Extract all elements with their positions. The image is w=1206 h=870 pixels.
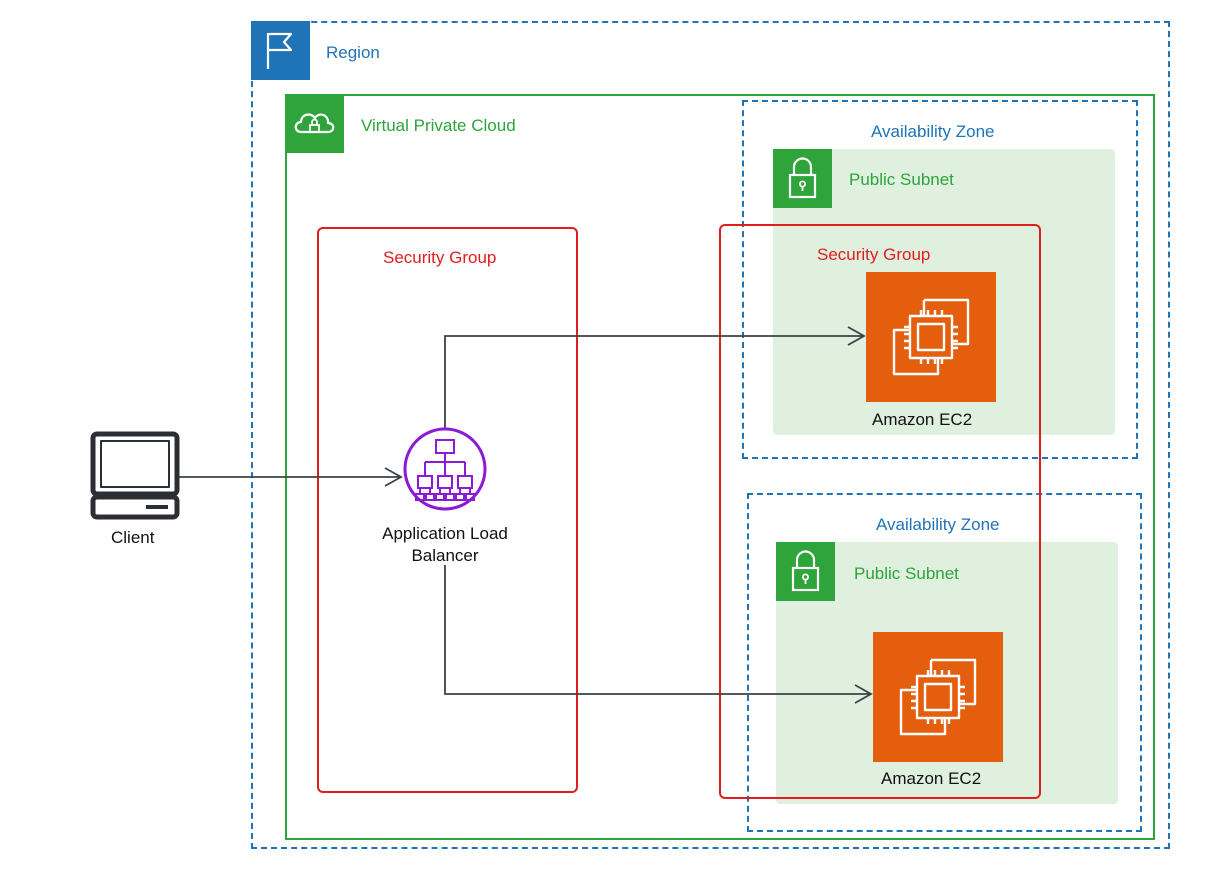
load-balancer-icon <box>403 427 487 511</box>
availability-zone-label: Availability Zone <box>871 122 995 141</box>
availability-zone-1 <box>742 100 1138 459</box>
security-group-instances <box>719 224 1041 799</box>
security-group-load-balancer <box>317 227 578 793</box>
region-boundary <box>251 21 1170 849</box>
ec2-chip-icon <box>892 298 970 376</box>
vpc-boundary <box>285 94 1155 840</box>
client-label: Client <box>111 528 155 547</box>
ec2-instance-2 <box>873 632 1003 762</box>
arrowhead <box>847 326 866 346</box>
subnet-tag <box>776 542 835 601</box>
region-label: Region <box>326 43 380 62</box>
vpc-tag <box>285 94 344 153</box>
region-tag <box>251 21 310 80</box>
arrowhead <box>384 467 403 487</box>
public-subnet-label: Public Subnet <box>854 564 959 583</box>
availability-zone-label: Availability Zone <box>876 515 1000 534</box>
ec2-label: Amazon EC2 <box>872 410 973 429</box>
arrowhead <box>854 684 873 704</box>
availability-zone-2 <box>747 493 1142 832</box>
padlock-icon <box>791 550 820 592</box>
security-group-label: Security Group <box>383 248 497 267</box>
alb-to-ec2-1-arrow <box>444 335 864 432</box>
public-subnet-label: Public Subnet <box>849 170 954 189</box>
subnet-tag <box>773 149 832 208</box>
flag-icon <box>266 32 293 69</box>
load-balancer-label: Application Load Balancer <box>382 524 508 565</box>
alb-to-ec2-2-arrow <box>444 565 871 695</box>
ec2-instance-1 <box>866 272 996 402</box>
padlock-icon <box>788 157 817 199</box>
ec2-label: Amazon EC2 <box>881 769 982 788</box>
cloud-lock-icon <box>294 113 335 134</box>
security-group-label: Security Group <box>817 245 931 264</box>
laptop-icon <box>90 431 180 520</box>
ec2-chip-icon <box>899 658 977 736</box>
vpc-label: Virtual Private Cloud <box>361 116 516 135</box>
